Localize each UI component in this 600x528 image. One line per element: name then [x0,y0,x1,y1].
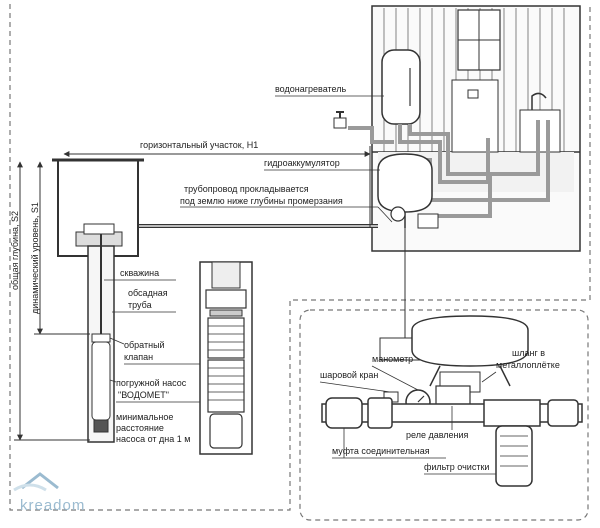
min-distance-label-line2: расстояние [116,423,164,433]
coupling-fitting [325,397,363,429]
dynamic-level-label: динамический уровень, S1 [30,202,40,314]
total-depth-label: общая глубина, S2 [10,211,20,290]
hydro-accumulator-label: гидроаккумулятор [264,158,340,168]
min-distance-label-line1: минимальное [116,412,173,422]
main-pipe [98,224,378,234]
casing-label-line2: труба [128,300,152,310]
shower-cabin [451,79,499,153]
house-logo-icon [21,472,59,490]
hose-label-line2: металлоплётке [496,360,560,370]
pipeline-label-line1: трубопровод прокладывается [184,184,309,194]
pump-small [91,341,111,421]
min-distance-label-line3: насоса от дна 1 м [116,434,190,444]
horizontal-section-label: горизонтальный участок, H1 [140,140,258,150]
manometer-small-icon [390,206,406,222]
water-heater [381,49,421,125]
brand-logo: kreadom [13,472,85,514]
accumulator-detail [321,315,583,487]
borehole [87,234,115,443]
pressure-relay-box [435,385,471,407]
manometer-label: манометр [372,354,413,364]
brand-name: kreadom [20,497,85,514]
coupling-label: муфта соединительная [332,446,430,456]
casing-label-line1: обсадная [128,288,168,298]
outdoor-tap [333,111,347,129]
water-heater-label: водонагреватель [275,84,346,94]
hydro-accumulator [377,153,439,229]
outer-dashed-frame [9,4,591,521]
h1-dimension [63,146,371,228]
pump-label-line2: "ВОДОМЕТ" [118,390,169,400]
pump-detail [199,261,253,455]
pressure-relay-label: реле давления [406,430,469,440]
pump-label-line1: погружной насос [116,378,187,388]
filter-unit [483,399,541,487]
well-head [75,223,123,247]
check-valve-label-line1: обратный [124,340,165,350]
ball-valve-label: шаровой кран [320,370,378,380]
filter-label: фильтр очистки [424,462,489,472]
pipeline-label-line2: под землю ниже глубины промерзания [180,196,343,206]
hose-label-line1: шланг в [512,348,545,358]
check-valve-label-line2: клапан [124,352,153,362]
depth-dimensions [14,161,90,441]
check-valve-small [91,333,111,343]
well-label: скважина [120,268,159,278]
